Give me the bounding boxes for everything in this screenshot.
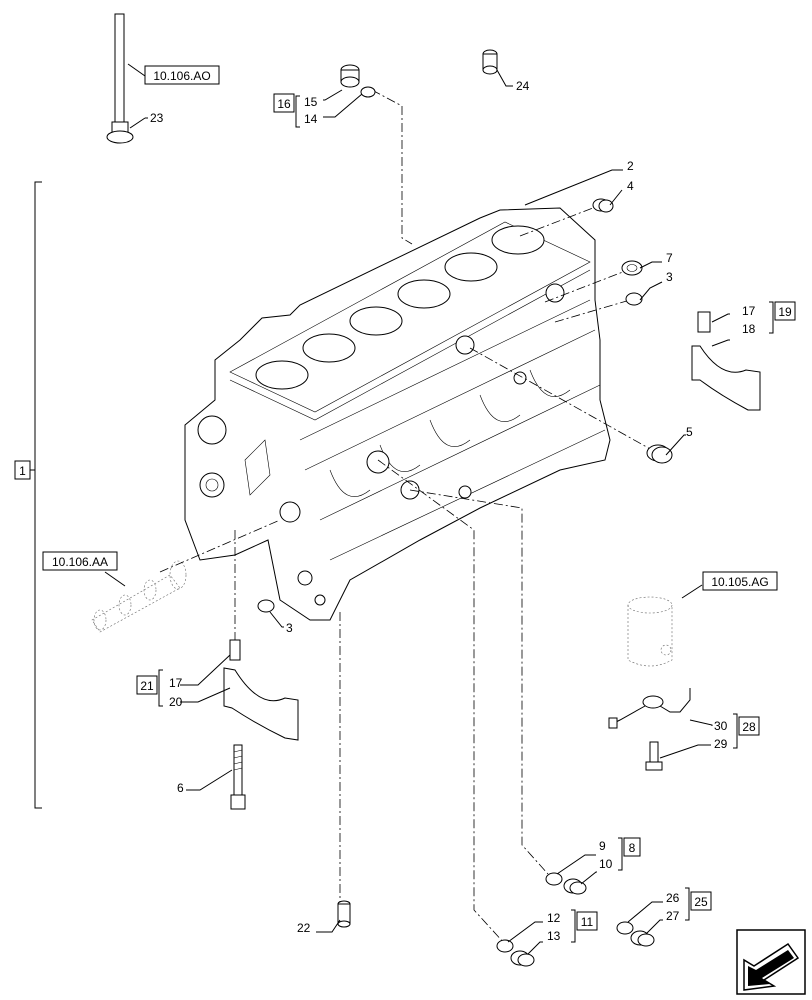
kit-8-label[interactable]: 8 <box>629 841 636 855</box>
explosion-lines <box>159 89 653 945</box>
kit-11-label[interactable]: 11 <box>581 915 594 929</box>
callout-15: 15 <box>304 95 318 109</box>
dipstick-tube-23 <box>106 13 134 144</box>
piston-reference <box>627 596 673 667</box>
callout-20: 20 <box>169 695 183 709</box>
callout-2: 2 <box>627 159 634 173</box>
bolt-6 <box>230 744 246 810</box>
ref-10-105-ag[interactable]: 10.105.AG <box>702 571 778 591</box>
oil-nozzle-30 <box>608 688 691 729</box>
cylinder-bores <box>255 225 545 390</box>
callout-12: 12 <box>547 911 561 925</box>
ref-10-106-aa[interactable]: 10.106.AA <box>42 551 118 571</box>
plug-4 <box>592 198 614 213</box>
plug-3-lower <box>257 599 275 613</box>
callout-4: 4 <box>627 179 634 193</box>
kit-bracket-1: 1 <box>14 181 42 809</box>
callout-9: 9 <box>599 839 606 853</box>
callout-6: 6 <box>177 781 184 795</box>
kit-box-21[interactable]: 21 <box>136 675 158 695</box>
o-ring-14 <box>360 86 376 98</box>
kit-21-label[interactable]: 21 <box>140 679 154 693</box>
callout-26: 26 <box>666 891 680 905</box>
plug-5 <box>646 444 673 464</box>
camshaft <box>91 560 187 633</box>
callout-3-lower: 3 <box>286 621 293 635</box>
bearing-cap-18 <box>691 311 761 411</box>
callout-3-upper: 3 <box>666 270 673 284</box>
plug-set-8 <box>545 872 587 895</box>
sleeve-7 <box>621 260 643 276</box>
kit-28-label[interactable]: 28 <box>742 720 756 734</box>
kit-16-label[interactable]: 16 <box>277 97 291 111</box>
plug-3-upper <box>625 292 643 306</box>
kit-box-8[interactable]: 8 <box>623 837 641 857</box>
ref-10-105-ag-label[interactable]: 10.105.AG <box>711 575 768 589</box>
plug-15 <box>340 64 360 88</box>
kit-box-11[interactable]: 11 <box>576 911 598 931</box>
callout-10: 10 <box>599 857 613 871</box>
kit-box-16[interactable]: 16 <box>273 93 295 113</box>
kit-25-label[interactable]: 25 <box>694 895 708 909</box>
bearing-cap-20 <box>223 639 299 741</box>
callout-14: 14 <box>304 112 318 126</box>
kit-box-28[interactable]: 28 <box>738 716 760 736</box>
callout-24: 24 <box>516 79 530 93</box>
plug-24 <box>482 49 498 75</box>
callout-17-left: 17 <box>169 676 183 690</box>
kit-box-19[interactable]: 19 <box>774 301 796 321</box>
kit-19-label[interactable]: 19 <box>778 305 792 319</box>
callout-29: 29 <box>714 737 728 751</box>
callout-22: 22 <box>297 921 311 935</box>
callout-27: 27 <box>666 909 680 923</box>
callout-7: 7 <box>666 251 673 265</box>
ref-10-106-aa-label[interactable]: 10.106.AA <box>52 555 108 569</box>
next-page-arrow-icon[interactable] <box>736 929 806 995</box>
callout-23: 23 <box>150 111 164 125</box>
plug-set-11 <box>496 939 535 967</box>
kit-box-25[interactable]: 25 <box>690 891 712 911</box>
callout-18: 18 <box>742 322 756 336</box>
callout-17-right: 17 <box>742 304 756 318</box>
plug-set-25 <box>616 921 655 947</box>
callout-5: 5 <box>686 425 693 439</box>
ref-10-106-ao-label[interactable]: 10.106.AO <box>153 69 210 83</box>
engine-block <box>184 207 611 621</box>
callout-30: 30 <box>714 719 728 733</box>
ref-10-106-ao[interactable]: 10.106.AO <box>144 65 220 85</box>
bolt-29 <box>645 741 663 771</box>
kit-1-label: 1 <box>19 464 26 478</box>
callout-13: 13 <box>547 929 561 943</box>
dowel-22 <box>337 900 351 928</box>
callout-labels: 2 4 7 3 17 18 5 15 14 23 24 3 17 20 6 22… <box>150 79 756 943</box>
